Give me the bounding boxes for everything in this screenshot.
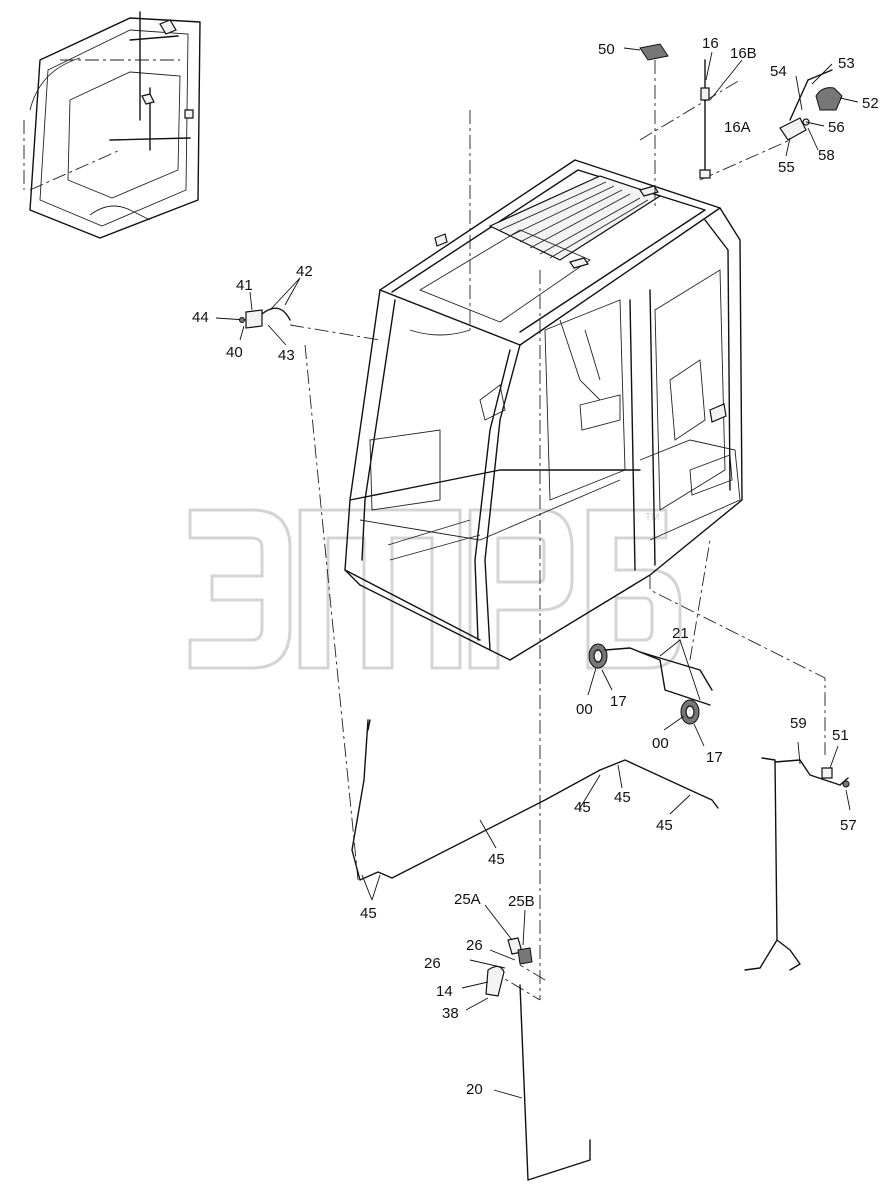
label-42: 42 (296, 263, 313, 280)
speaker-left (588, 643, 608, 669)
cover-50 (639, 43, 669, 61)
label-54: 54 (770, 63, 787, 80)
label-50: 50 (598, 41, 615, 58)
label-52: 52 (862, 95, 879, 112)
label-00-right: 00 (652, 735, 669, 752)
label-51: 51 (832, 727, 849, 744)
label-21: 21 (672, 625, 689, 642)
label-14: 14 (436, 983, 453, 1000)
label-16b: 16B (730, 45, 757, 62)
cable-20 (519, 984, 591, 1181)
label-43: 43 (278, 347, 295, 364)
label-45-a: 45 (574, 799, 591, 816)
harness-45 (351, 719, 719, 881)
label-57: 57 (840, 817, 857, 834)
label-58: 58 (818, 147, 835, 164)
label-25b: 25B (508, 893, 535, 910)
antenna-16 (699, 59, 711, 179)
label-26-upper: 26 (466, 937, 483, 954)
label-17-left: 17 (610, 693, 627, 710)
svg-text:TM: TM (645, 512, 659, 523)
leaders (239, 47, 859, 1099)
bracket-41-42 (215, 307, 291, 329)
harness-59 (744, 757, 850, 971)
label-17-right: 17 (706, 749, 723, 766)
speaker-right (680, 699, 700, 725)
label-16: 16 (702, 35, 719, 52)
label-53: 53 (838, 55, 855, 72)
label-45-d: 45 (488, 851, 505, 868)
label-55: 55 (778, 159, 795, 176)
cab-frame (344, 159, 743, 661)
label-38: 38 (442, 1005, 459, 1022)
label-59: 59 (790, 715, 807, 732)
label-26-lower: 26 (424, 955, 441, 972)
label-44: 44 (192, 309, 209, 326)
callout-labels: 50 16 16B 54 53 52 56 16A 58 55 41 42 44… (192, 35, 879, 1098)
label-16a: 16A (724, 119, 751, 136)
label-25a: 25A (454, 891, 481, 908)
watermark: TM (188, 508, 682, 670)
label-40: 40 (226, 344, 243, 361)
switch-parts-25-26 (469, 937, 533, 997)
label-45-c: 45 (656, 817, 673, 834)
label-56: 56 (828, 119, 845, 136)
label-20: 20 (466, 1081, 483, 1098)
assembly-lines (289, 60, 826, 1001)
harness-21 (604, 647, 713, 706)
label-45-b: 45 (614, 789, 631, 806)
label-45-e: 45 (360, 905, 377, 922)
label-00-left: 00 (576, 701, 593, 718)
label-41: 41 (236, 277, 253, 294)
inset-cab-view (23, 11, 201, 239)
